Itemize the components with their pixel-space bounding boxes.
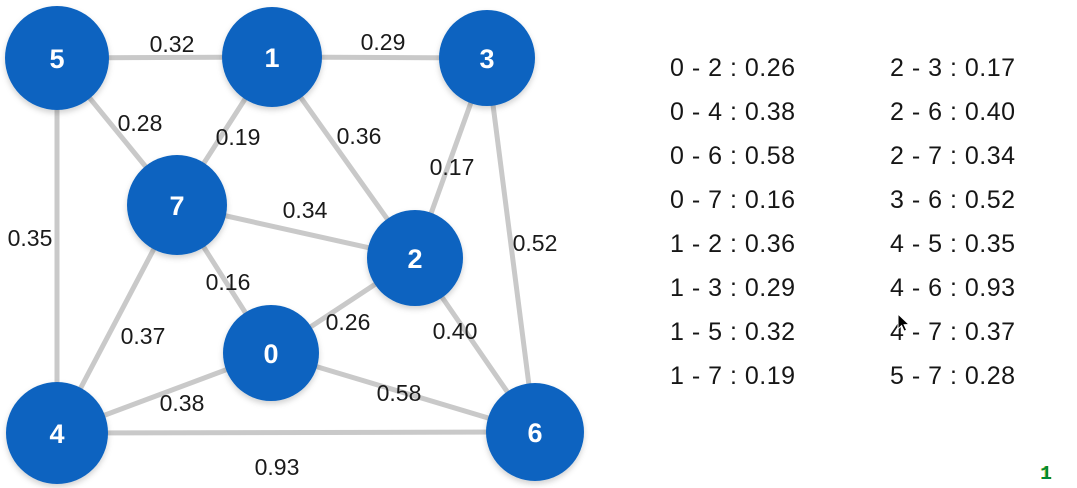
graph-edge-3-6 [484, 55, 538, 435]
edge-weight-label-2-6: 0.40 [433, 318, 478, 344]
graph-node-label-4: 4 [49, 419, 64, 449]
edge-weight-label-5-4: 0.35 [8, 225, 53, 251]
edge-weight-label-7-4: 0.37 [121, 323, 166, 349]
edge-list-column-right: 2 - 3 : 0.17 2 - 6 : 0.40 2 - 7 : 0.34 3 - … [866, 46, 1077, 398]
edge-weight-label-7-2: 0.34 [283, 197, 328, 223]
edge-weight-label-5-1: 0.32 [150, 31, 195, 57]
graph-node-label-0: 0 [263, 339, 278, 369]
edge-weight-label-7-0: 0.16 [206, 269, 251, 295]
edge-list-row: 0 - 4 : 0.38 [670, 98, 796, 126]
edge-weight-labels-layer: 0.32 0.29 0.28 0.19 0.36 0.17 0.35 0.34 0.52 0.16… [8, 29, 558, 480]
graph-node-2[interactable]: 2 [367, 210, 463, 306]
edge-weight-label-5-7: 0.28 [118, 110, 163, 136]
edge-list-row: 4 - 5 : 0.35 [890, 230, 1016, 258]
graph-node-4[interactable]: 4 [6, 382, 108, 484]
edge-weight-label-1-2: 0.36 [337, 123, 382, 149]
edge-list-columns: 0 - 2 : 0.26 0 - 4 : 0.38 0 - 6 : 0.58 0 - … [640, 46, 1077, 398]
graph-node-0[interactable]: 0 [223, 305, 319, 401]
graph-node-label-5: 5 [49, 44, 64, 74]
graph-node-circle-6[interactable] [486, 383, 584, 481]
edge-weight-label-3-2: 0.17 [430, 154, 475, 180]
edge-list-row: 0 - 6 : 0.58 [670, 142, 796, 170]
corner-page-mark: 1 [1040, 463, 1052, 485]
graph-node-circle-0[interactable] [223, 305, 319, 401]
graph-node-circle-5[interactable] [5, 6, 109, 110]
edge-list-panel: 0 - 2 : 0.26 0 - 4 : 0.38 0 - 6 : 0.58 0 - … [640, 0, 1077, 488]
graph-node-5[interactable]: 5 [5, 6, 109, 110]
graph-node-7[interactable]: 7 [127, 155, 227, 255]
edge-list-row: 2 - 3 : 0.17 [890, 54, 1016, 82]
edge-weight-label-1-3: 0.29 [361, 29, 406, 55]
graph-node-label-2: 2 [407, 244, 422, 274]
edge-list-row: 1 - 3 : 0.29 [670, 274, 796, 302]
graph-node-label-1: 1 [264, 43, 279, 73]
graph-node-circle-4[interactable] [6, 382, 108, 484]
edge-weight-label-3-6: 0.52 [513, 230, 558, 256]
nodes-layer: 5 1 3 7 2 0 4 6 [5, 6, 584, 484]
edge-weight-label-0-2: 0.26 [326, 309, 371, 335]
graph-node-label-6: 6 [527, 418, 542, 448]
graph-node-circle-7[interactable] [127, 155, 227, 255]
graph-node-3[interactable]: 3 [439, 10, 535, 106]
edge-list-row: 0 - 7 : 0.16 [670, 186, 796, 214]
edge-list-row: 4 - 7 : 0.37 [890, 318, 1016, 346]
edge-list-row: 1 - 5 : 0.32 [670, 318, 796, 346]
edge-weight-label-0-6: 0.58 [377, 380, 422, 406]
graph-node-1[interactable]: 1 [222, 7, 322, 107]
edge-list-row: 3 - 6 : 0.52 [890, 186, 1016, 214]
edge-list-row: 2 - 6 : 0.40 [890, 98, 1016, 126]
edge-weight-label-0-4: 0.38 [160, 390, 205, 416]
edge-list-row: 1 - 2 : 0.36 [670, 230, 796, 258]
edge-list-row: 1 - 7 : 0.19 [670, 362, 796, 390]
edge-list-row: 5 - 7 : 0.28 [890, 362, 1016, 390]
graph-edge-4-6 [54, 429, 538, 436]
graph-node-label-7: 7 [169, 191, 184, 221]
edge-weight-label-4-6: 0.93 [255, 454, 300, 480]
graph-node-label-3: 3 [479, 44, 494, 74]
edge-list-row: 0 - 2 : 0.26 [670, 54, 796, 82]
graph-node-circle-1[interactable] [222, 7, 322, 107]
edge-weight-label-1-7: 0.19 [216, 124, 261, 150]
graph-node-circle-3[interactable] [439, 10, 535, 106]
graph-node-circle-2[interactable] [367, 210, 463, 306]
edge-list-row: 2 - 7 : 0.34 [890, 142, 1016, 170]
graph-node-6[interactable]: 6 [486, 383, 584, 481]
edge-list-row: 4 - 6 : 0.93 [890, 274, 1016, 302]
edge-list-column-left: 0 - 2 : 0.26 0 - 4 : 0.38 0 - 6 : 0.58 0 - … [640, 46, 866, 398]
